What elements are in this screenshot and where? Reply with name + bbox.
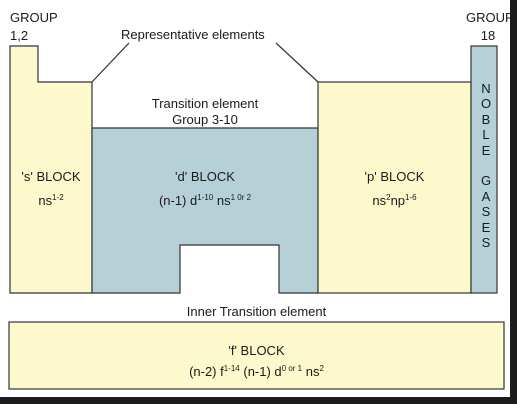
p-config-a: ns (372, 193, 387, 208)
representative-right-line (275, 42, 319, 83)
d-config-b-sup: 1 0r 2 (230, 193, 252, 202)
f-config-c: ns (302, 364, 320, 379)
gases-letter: A (481, 188, 491, 204)
transition-heading: Transition element Group 3-10 (92, 96, 318, 127)
group-right-line2: 18 (480, 28, 496, 43)
f-config-b: (n-1) d (239, 364, 282, 379)
s-block-name: 's' BLOCK (21, 169, 81, 184)
gases-letter: E (481, 219, 491, 235)
f-config-c-sup: 2 (319, 364, 324, 373)
noble-letter: B (481, 111, 491, 127)
group-left-label: GROUP 1,2 (10, 10, 58, 43)
gases-letter: G (480, 173, 492, 189)
gases-letter: S (481, 234, 491, 250)
group-right-line1: GROUP (466, 10, 514, 25)
d-block-name: 'd' BLOCK (175, 169, 235, 184)
noble-letter: L (482, 127, 490, 143)
d-config-a: (n-1) d (158, 193, 198, 208)
group-left-line1: GROUP (10, 10, 58, 25)
p-config-a-sup: 2 (386, 193, 391, 202)
p-block-region (317, 81, 472, 294)
f-config-a-sup: 1-14 (223, 364, 240, 373)
noble-letter: O (480, 96, 492, 112)
noble-letter: N (481, 81, 491, 96)
d-block-region (91, 127, 319, 294)
s-block-config: ns1-2 (10, 193, 92, 208)
s-config-sup: 1-2 (52, 193, 64, 202)
s-config-base: ns (38, 193, 53, 208)
block-shapes (8, 42, 505, 390)
inner-transition-heading: Inner Transition element (186, 304, 327, 319)
transition-heading-line2: Group 3-10 (172, 112, 238, 127)
p-block-name: 'p' BLOCK (364, 169, 425, 184)
p-block-config: ns2np1-6 (318, 193, 471, 208)
group-left-line2: 1,2 (10, 28, 29, 43)
d-config-a-sup: 1-10 (197, 193, 214, 202)
d-config-b: ns (213, 193, 231, 208)
f-block-region (8, 321, 505, 390)
p-config-b: np (390, 193, 406, 208)
representative-left-line (91, 42, 130, 83)
d-block-config: (n-1) d1-10 ns1 0r 2 (92, 193, 318, 208)
representative-heading: Representative elements (121, 27, 265, 42)
noble-gases-region (470, 45, 498, 294)
noble-gases-label: N O B L E G A S E S (474, 81, 498, 250)
noble-letter: E (481, 142, 491, 158)
group-right-label: GROUP 18 (466, 10, 514, 43)
f-block-name: 'f' BLOCK (228, 343, 285, 358)
p-config-b-sup: 1-6 (405, 193, 417, 202)
periodic-table-blocks-diagram: GROUP 1,2 GROUP 18 Representative elemen… (0, 0, 510, 397)
f-config-b-sup: 0 or 1 (281, 364, 303, 373)
f-config-a: (n-2) f (189, 364, 224, 379)
gases-letter: S (481, 204, 491, 220)
f-block-config: (n-2) f1-14 (n-1) d0 or 1 ns2 (9, 364, 504, 379)
transition-heading-line1: Transition element (151, 96, 259, 111)
